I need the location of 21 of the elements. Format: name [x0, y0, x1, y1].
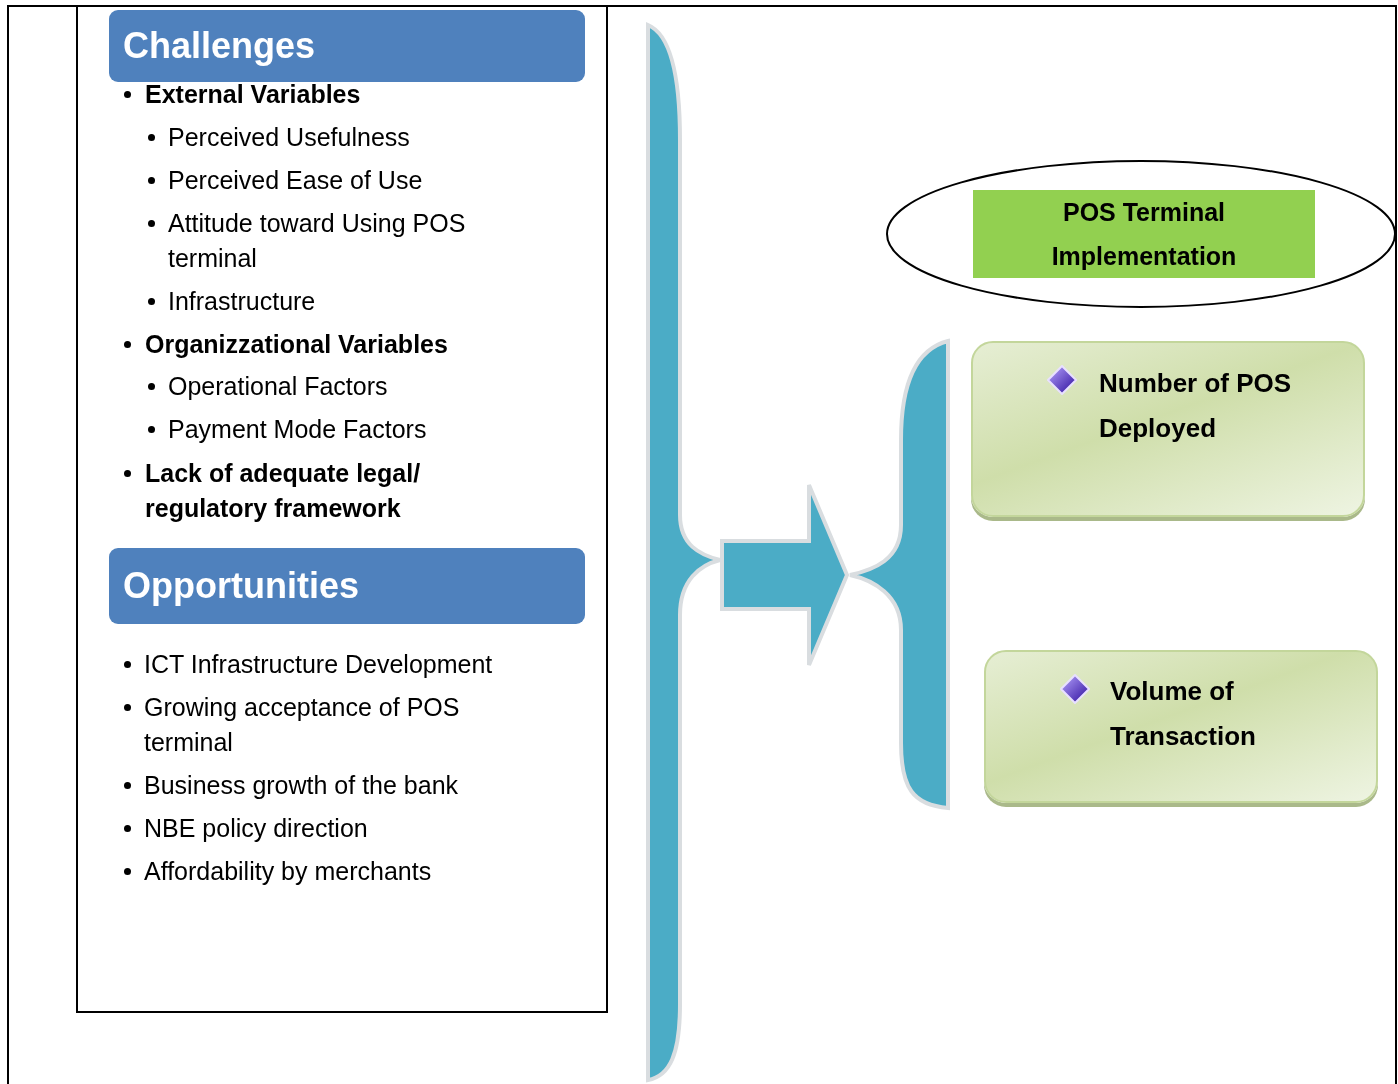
bullet-text: Affordability by merchants: [144, 857, 432, 885]
bullet-text: Perceived Ease of Use: [168, 166, 423, 194]
card-text: Number of POS Deployed: [1099, 367, 1293, 445]
bullet-text: Growing acceptance of POS terminal: [144, 693, 460, 756]
bullet-text: ICT Infrastructure Development: [144, 650, 493, 678]
bullet-text: External Variables: [145, 80, 361, 108]
heading-banner: Opportunities: [109, 548, 585, 624]
bullet-text: Payment Mode Factors: [168, 415, 427, 443]
bullet-text: Infrastructure: [168, 287, 316, 315]
heading-banner: Challenges: [109, 10, 585, 82]
bullet-text: Operational Factors: [168, 372, 388, 400]
bullet-text: Attitude toward Using POS terminal: [168, 209, 466, 272]
title-box: POS Terminal Implementation: [973, 190, 1315, 278]
bullet-text: Business growth of the bank: [144, 771, 459, 799]
panel-box: [76, 5, 608, 1013]
bullet-text: Perceived Usefulness: [168, 123, 410, 151]
block-arrow: [720, 483, 850, 667]
bullet-text: NBE policy direction: [144, 814, 368, 842]
bullet-text: Organizzational Variables: [145, 330, 448, 358]
bullet-text: Lack of adequate legal/ regulatory framework: [145, 459, 421, 522]
card-text: Volume of Transaction: [1110, 675, 1257, 753]
